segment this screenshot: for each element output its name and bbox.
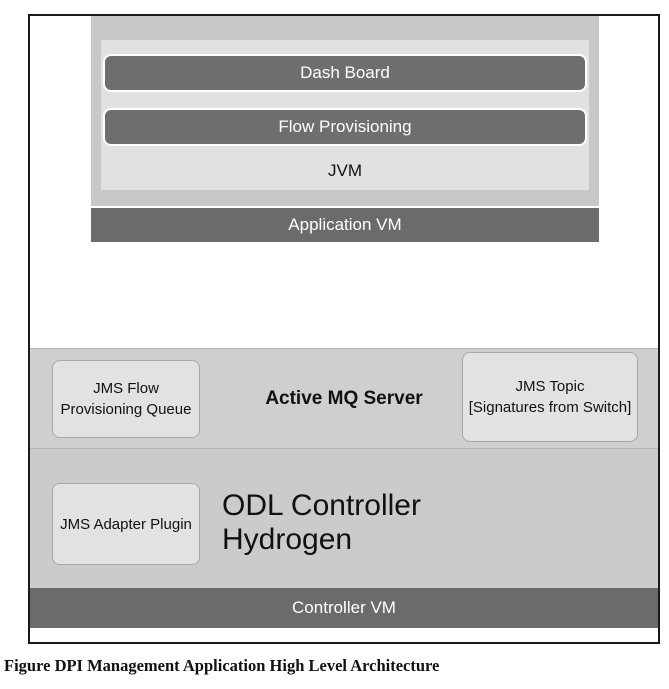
application-vm-label: Application VM xyxy=(288,215,402,234)
active-mq-server-band: JMS Flow Provisioning Queue Active MQ Se… xyxy=(30,348,658,449)
application-vm: Dash Board Flow Provisioning JVM Applica… xyxy=(91,16,599,243)
queue-line-1: JMS Flow xyxy=(93,380,159,397)
plugin-label: JMS Adapter Plugin xyxy=(60,515,192,533)
queue-line-2: Provisioning Queue xyxy=(60,401,192,418)
topic-line-2: [Signatures from Switch] xyxy=(468,399,632,416)
flow-provisioning-block: Flow Provisioning xyxy=(103,108,587,146)
topic-line-1: JMS Topic xyxy=(515,378,585,395)
jvm-text: JVM xyxy=(328,161,362,180)
controller-vm-label: Controller VM xyxy=(292,598,396,617)
odl-controller-band: JMS Adapter Plugin ODL Controller Hydrog… xyxy=(30,448,658,589)
jvm-container: Dash Board Flow Provisioning JVM xyxy=(101,40,589,190)
figure-caption: Figure DPI Management Application High L… xyxy=(4,656,440,675)
jvm-label: JVM xyxy=(101,154,589,188)
active-mq-server-title: Active MQ Server xyxy=(230,379,458,419)
active-mq-server-text: Active MQ Server xyxy=(265,388,423,409)
jms-flow-provisioning-queue-box: JMS Flow Provisioning Queue xyxy=(52,360,200,438)
odl-controller-title: ODL Controller Hydrogen xyxy=(222,489,542,556)
jms-adapter-plugin-box: JMS Adapter Plugin xyxy=(52,483,200,565)
architecture-diagram: Dash Board Flow Provisioning JVM Applica… xyxy=(28,14,660,644)
controller-vm-bar: Controller VM xyxy=(30,588,658,628)
odl-controller-text: ODL Controller Hydrogen xyxy=(222,489,421,556)
application-vm-body: Dash Board Flow Provisioning JVM xyxy=(91,16,599,206)
application-vm-bar: Application VM xyxy=(91,208,599,242)
jms-topic-box: JMS Topic [Signatures from Switch] xyxy=(462,352,638,442)
dashboard-block: Dash Board xyxy=(103,54,587,92)
dashboard-label: Dash Board xyxy=(300,63,390,82)
flow-provisioning-label: Flow Provisioning xyxy=(278,117,412,136)
